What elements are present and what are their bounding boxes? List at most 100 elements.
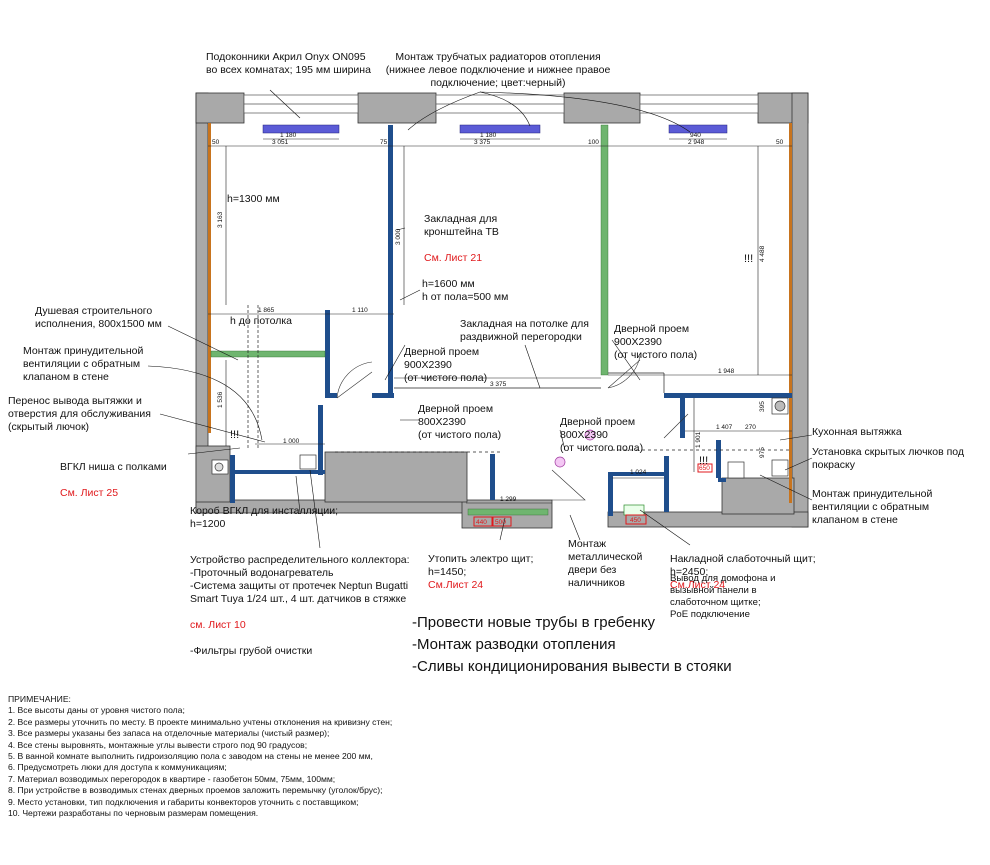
- dim-100a: 100: [588, 139, 599, 146]
- remark-1: 1. Все высоты даны от уровня чистого пол…: [8, 705, 185, 716]
- inner-lines: [247, 305, 790, 453]
- remark-2: 2. Все размеры уточнить по месту. В прое…: [8, 716, 393, 727]
- green-partitions: [210, 124, 609, 516]
- wall-right: [791, 92, 809, 528]
- sensor-2: [584, 429, 596, 441]
- red-elements: [473, 463, 713, 527]
- note-lowcurrent-ref: См.Лист 24: [670, 579, 726, 591]
- radiator-1: [262, 124, 340, 134]
- remark-8: 8. При устройстве в возводимых стенах дв…: [8, 785, 383, 796]
- dim-650: 650: [699, 465, 710, 472]
- wall-top-mid1: [357, 92, 437, 124]
- partition-kitchen-left: [664, 456, 669, 512]
- red-dim-450: [625, 514, 647, 525]
- big-note-2: -Монтаж разводки отопления: [412, 636, 616, 653]
- note-ceiling-mount: Закладная на потолке для раздвижной пере…: [460, 318, 589, 343]
- dim-1024: 1 024: [630, 469, 647, 476]
- note-niche-ref: См. Лист 25: [60, 487, 119, 499]
- warn-bath: !!!: [230, 429, 240, 441]
- note-to-ceiling: h до потолка: [230, 315, 293, 327]
- note-radiators: Монтаж трубчатых радиаторов отопления (н…: [385, 51, 611, 89]
- dim-440: 440: [476, 519, 487, 526]
- kitchen-hood-box: [771, 459, 789, 477]
- remark-7: 7. Материал возводимых перегородок в ква…: [8, 773, 336, 784]
- dim-4488: 4 488: [759, 245, 766, 262]
- remark-6: 6. Предусмотреть люки для доступа к комм…: [8, 762, 227, 773]
- partition-bath-bottom: [230, 455, 235, 503]
- big-note-3: -Сливы кондиционирования вывести в стояк…: [412, 658, 732, 675]
- note-collector-text: Устройство распределительного коллектора…: [190, 554, 410, 605]
- warn-kitchen: !!!: [699, 455, 709, 467]
- dim-2948: 2 948: [688, 139, 705, 146]
- dim-1948: 1 948: [718, 368, 735, 375]
- dim-75a: 75: [380, 139, 388, 146]
- partition-bed1-bed2: [388, 125, 393, 395]
- note-hood-move: Перенос вывода вытяжки и отверстия для о…: [8, 395, 151, 433]
- note-vent-bath: Монтаж принудительной вентиляции с обрат…: [23, 345, 144, 383]
- note-door2: Дверной проем 900Х2390 (от чистого пола): [404, 346, 488, 384]
- partition-kitchen-top: [664, 393, 792, 398]
- radiators: [262, 124, 728, 134]
- door-swing-bath: [336, 361, 373, 399]
- dim-1180b: 1 180: [480, 132, 497, 139]
- dim-1180a: 1 180: [280, 132, 297, 139]
- red-dim-440: [473, 516, 493, 527]
- windows: [243, 94, 759, 114]
- dim-50b: 50: [776, 139, 784, 146]
- remark-5: 5. В ванной комнате выполнить гидроизоля…: [8, 751, 373, 762]
- red-dim-650: [697, 463, 713, 473]
- partition-bath-top: [210, 350, 326, 358]
- wall-top-mid2: [563, 92, 641, 124]
- note-door4: Дверной проем 800Х2390 (от чистого пола): [560, 416, 644, 454]
- dim-940: 940: [690, 132, 701, 139]
- blue-partitions: [230, 125, 792, 516]
- outer-walls: [195, 92, 809, 529]
- dim-1299: 1 299: [500, 496, 517, 503]
- dim-3000: 3 000: [395, 228, 402, 245]
- dim-500: 500: [495, 519, 506, 526]
- big-notes: -Провести новые трубы в гребенку -Монтаж…: [412, 612, 732, 678]
- note-niche-text: ВГКЛ ниша с полками: [60, 461, 167, 473]
- note-box: Короб ВГКЛ для инсталляции; h=1200: [190, 505, 339, 530]
- door-swing-entry: [551, 469, 586, 501]
- note-tv-mount: Закладная для кронштейна ТВ См. Лист 21: [424, 200, 544, 265]
- note-tv-mount-text: Закладная для кронштейна ТВ: [424, 213, 499, 238]
- dim-1901: 1 901: [695, 431, 702, 448]
- dim-1536: 1 536: [217, 391, 224, 408]
- sensor-1: [554, 456, 566, 468]
- dim-50a: 50: [212, 139, 220, 146]
- wall-finish: [208, 123, 792, 503]
- dimension-labels: 3 051 1 180 3 375 1 180 2 948 940 50 75 …: [212, 132, 784, 526]
- note-door3: Дверной проем 800Х2390 (от чистого пола): [418, 403, 502, 441]
- dim-395: 395: [759, 401, 766, 412]
- warn-bed3: !!!: [744, 253, 754, 265]
- hood-box: [727, 461, 745, 479]
- partition-bed2-bed3: [600, 124, 609, 376]
- dim-3375b: 3 375: [490, 381, 507, 388]
- note-panel-ref: См.Лист 24: [428, 579, 484, 591]
- remarks: ПРИМЕЧАНИЕ: 1. Все высоты даны от уровня…: [8, 694, 392, 819]
- dim-3375a: 3 375: [474, 139, 491, 146]
- note-niche: ВГКЛ ниша с полками См. Лист 25: [60, 448, 190, 500]
- dim-270: 270: [745, 424, 756, 431]
- wall-top-left: [195, 92, 245, 124]
- remark-3: 3. Все размеры указаны без запаса на отд…: [8, 728, 330, 739]
- leader-lines: [147, 89, 813, 549]
- corridor-shaft: [324, 451, 468, 503]
- collector-box: [299, 454, 317, 470]
- note-door-metal: Монтаж металлической двери без наличнико…: [568, 538, 643, 589]
- red-dim-500: [492, 516, 512, 527]
- dim-975: 975: [759, 447, 766, 458]
- remark-9: 9. Место установки, тип подключения и га…: [8, 796, 359, 807]
- note-collector-ref: см. Лист 10: [190, 619, 246, 631]
- door-swings: [336, 355, 689, 501]
- dimension-lines: [208, 138, 792, 504]
- door-swing-kitchen: [663, 413, 689, 439]
- kitchen-shaft: [721, 477, 795, 515]
- remarks-title: ПРИМЕЧАНИЕ:: [8, 694, 71, 704]
- door-swing-bed3: [607, 355, 641, 389]
- dim-450: 450: [630, 517, 641, 524]
- note-door1: Дверной проем 900Х2390 (от чистого пола): [614, 323, 698, 361]
